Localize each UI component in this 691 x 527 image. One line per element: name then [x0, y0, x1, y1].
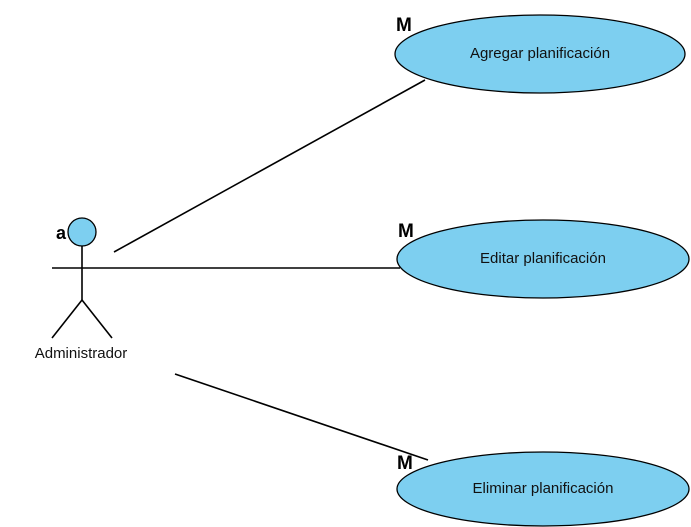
use-case-ellipse — [396, 219, 690, 299]
actor-right-leg — [81, 299, 113, 339]
use-case-label: Agregar planificación — [470, 45, 610, 62]
association-line-eliminar — [174, 373, 429, 461]
manager-badge-icon: M — [397, 453, 413, 474]
actor-left-leg — [51, 299, 83, 339]
use-case-label: Editar planificación — [480, 250, 606, 267]
use-case-label: Eliminar planificación — [473, 480, 614, 497]
actor-head — [67, 217, 97, 247]
use-case-ellipse — [396, 451, 690, 527]
use-case-ellipse — [394, 14, 686, 94]
actor-letter: a — [56, 223, 67, 243]
actor-name: Administrador — [35, 345, 128, 362]
use-case-agregar-planificacion[interactable]: Agregar planificación M — [394, 14, 686, 94]
manager-badge-icon: M — [396, 15, 412, 36]
use-case-eliminar-planificacion[interactable]: Eliminar planificación M — [396, 451, 690, 527]
manager-badge-icon: M — [398, 221, 414, 242]
use-case-editar-planificacion[interactable]: Editar planificación M — [396, 219, 690, 299]
actor-administrador[interactable]: a Administrador — [35, 217, 128, 362]
association-line-agregar — [113, 79, 426, 253]
